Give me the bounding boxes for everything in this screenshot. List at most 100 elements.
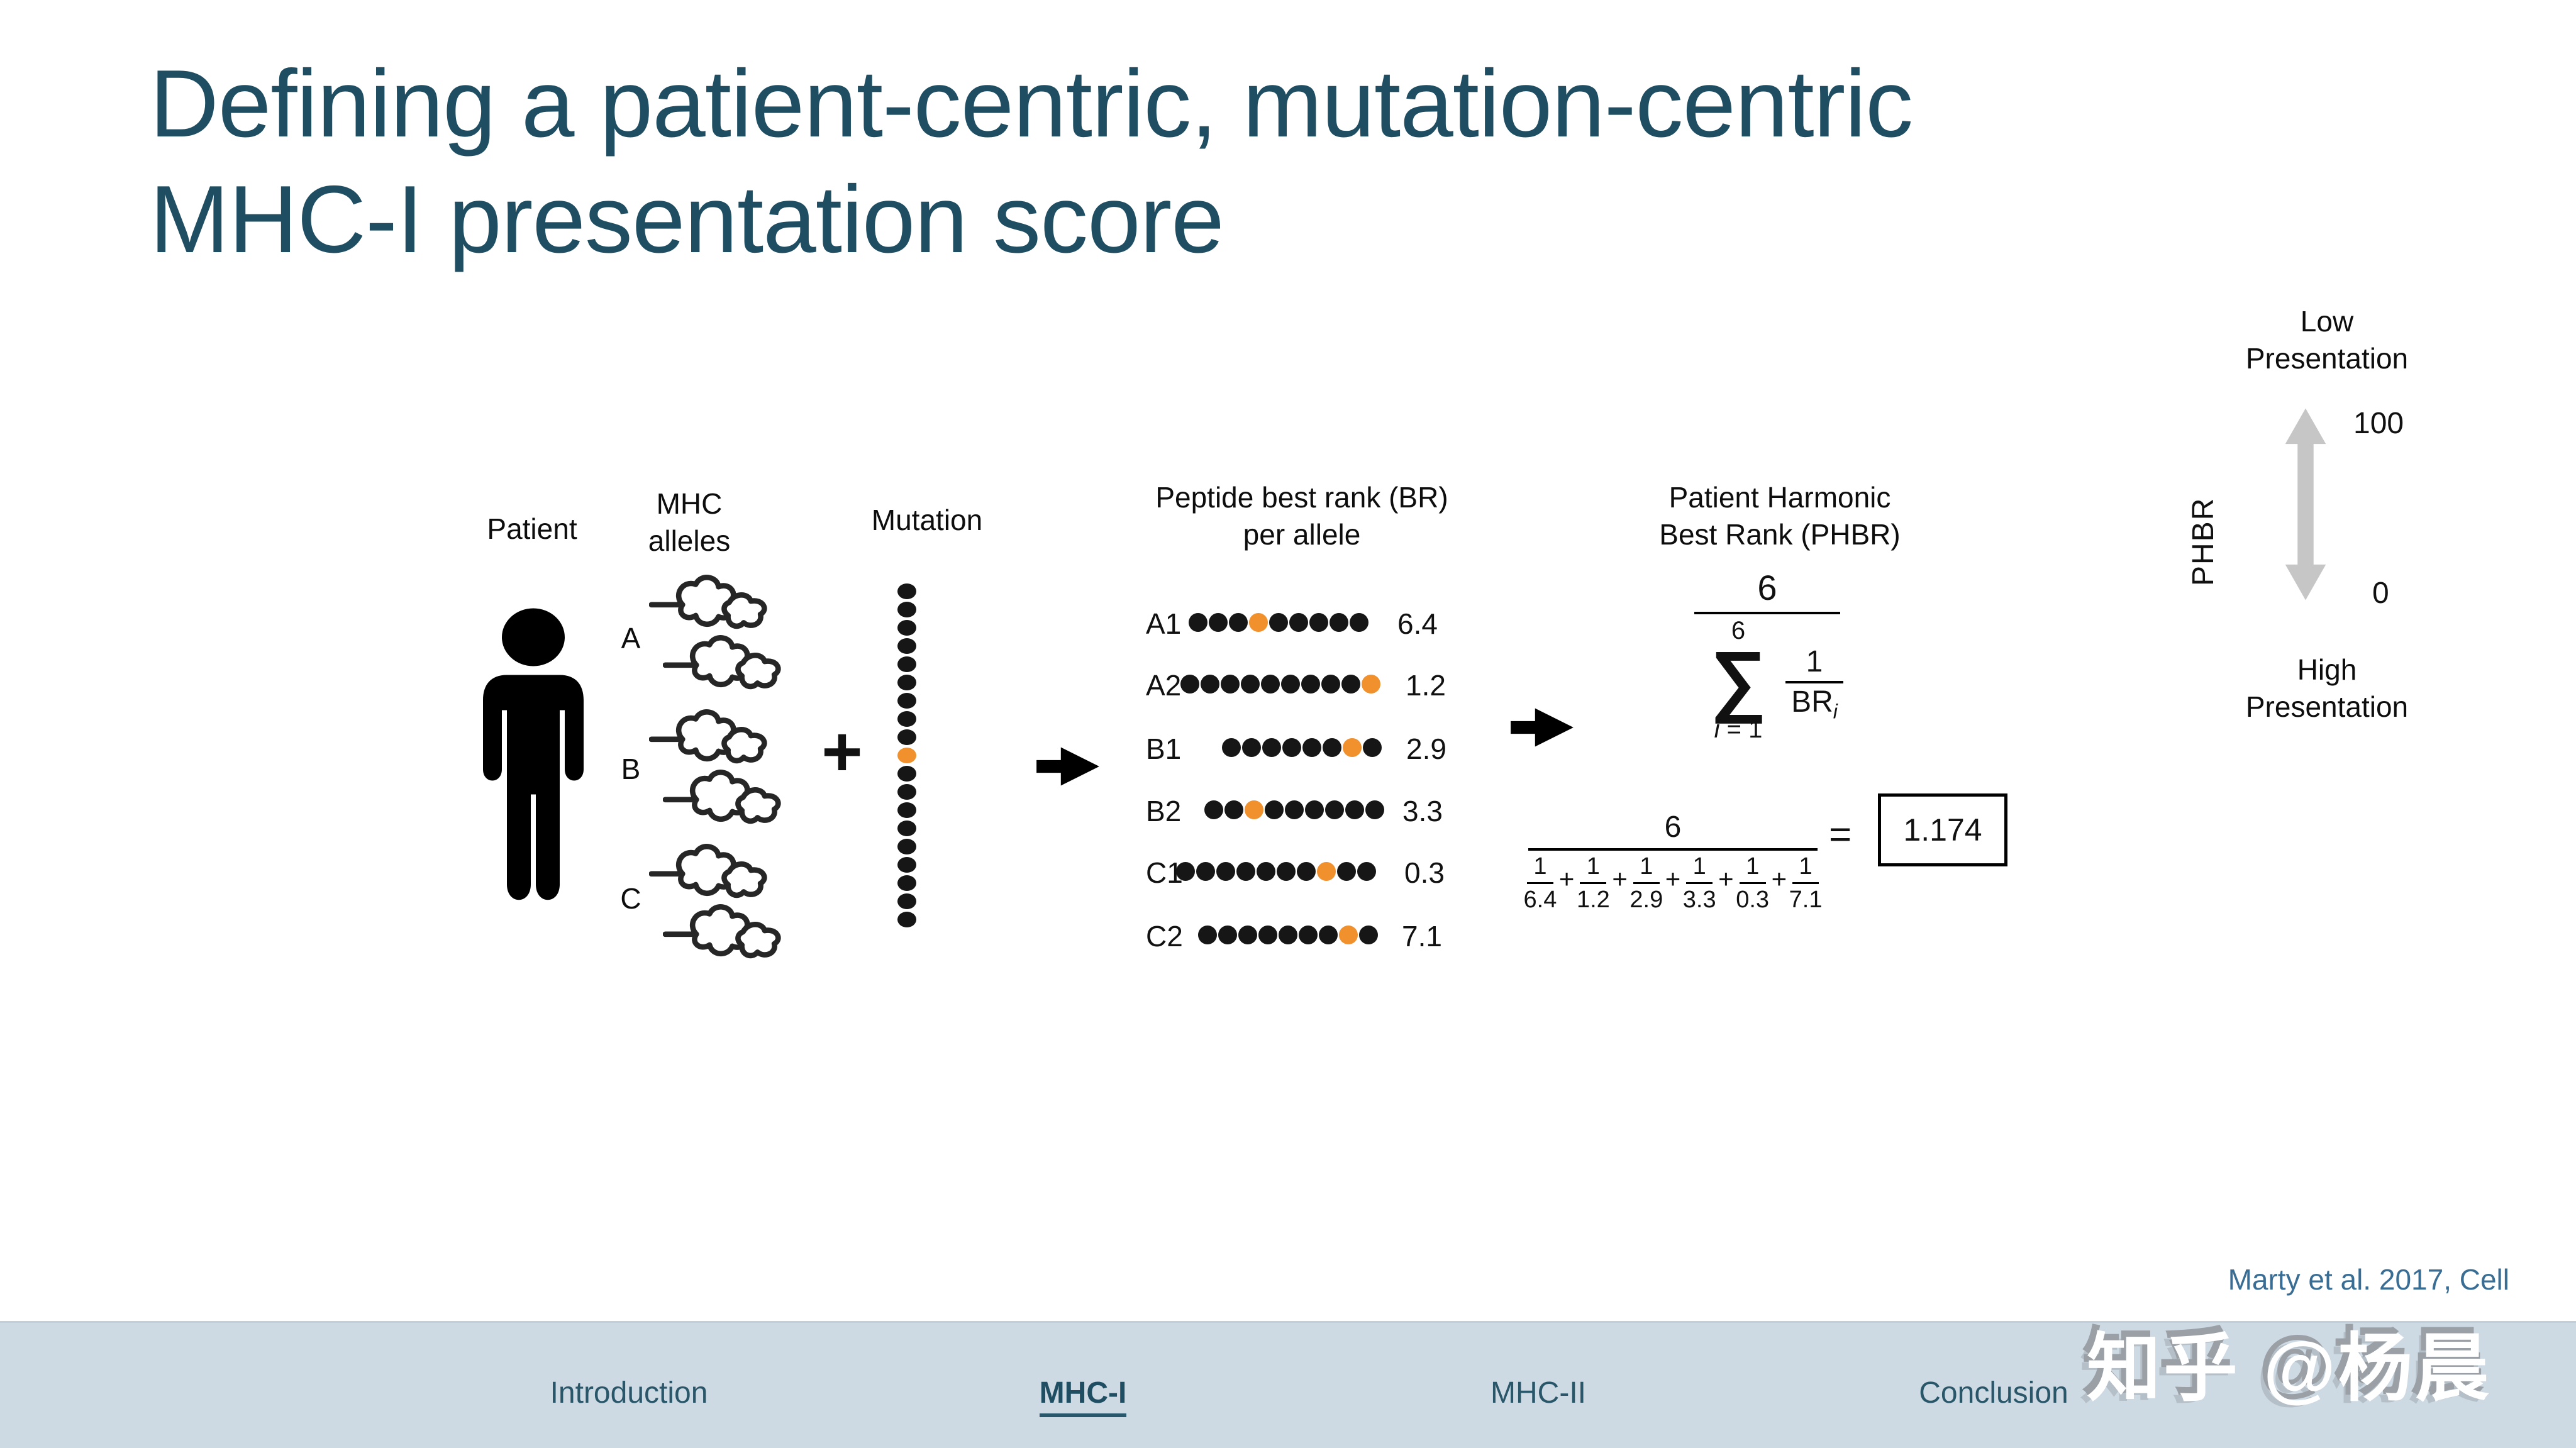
peptide-dot — [1301, 675, 1320, 694]
mutant-peptide-dot — [1317, 862, 1336, 881]
mutation-dot — [897, 839, 916, 854]
right-arrow-icon — [1033, 741, 1103, 795]
footer-nav-conclusion[interactable]: Conclusion — [1862, 1376, 2126, 1410]
peptide-dot — [1201, 675, 1219, 694]
phbr-header-line2: Best Rank (PHBR) — [1659, 517, 1901, 551]
peptide-dot — [1196, 862, 1215, 881]
peptide-dot — [1309, 613, 1328, 632]
best-rank-value: 3.3 — [1402, 795, 1443, 827]
peptide-dot — [1323, 738, 1341, 757]
mhc-molecule-icons-c — [649, 844, 789, 959]
footer-nav-mhc-i[interactable]: MHC-I — [951, 1376, 1215, 1417]
equals-sign: = — [1829, 813, 1852, 856]
peptide-dot — [1218, 926, 1237, 944]
mutation-dot — [897, 693, 916, 709]
peptide-best-rank-header: Peptide best rank (BR) per allele — [1132, 479, 1472, 553]
patient-label: Patient — [487, 512, 577, 545]
plus-operator: + — [1665, 864, 1681, 894]
peptide-dot — [1319, 926, 1338, 944]
mutation-dot — [897, 821, 916, 836]
peptide-dot — [1302, 738, 1321, 757]
best-rank-value: 2.9 — [1406, 732, 1446, 765]
high-presentation-label: High Presentation — [2245, 653, 2409, 723]
mutant-peptide-dot — [1343, 738, 1362, 757]
mutation-dot — [897, 893, 916, 909]
peptide-dots — [1176, 862, 1377, 881]
page-number: 16 — [2338, 1356, 2372, 1390]
phbr-header: Patient Harmonic Best Rank (PHBR) — [1591, 479, 1968, 553]
plus-operator: + — [1558, 864, 1575, 894]
mhc-alleles-label-line2: alleles — [648, 524, 731, 557]
calc-numerator: 6 — [1664, 810, 1682, 844]
formula-numerator: 6 — [1757, 568, 1777, 607]
footer-nav-label: MHC-I — [1039, 1376, 1127, 1417]
mutation-dot — [897, 729, 916, 745]
peptide-dot — [1216, 862, 1235, 881]
peptide-dot — [1285, 800, 1304, 819]
allele-label-a: A — [621, 622, 641, 655]
peptide-dot — [1365, 800, 1384, 819]
phbr-header-line1: Patient Harmonic — [1668, 481, 1891, 514]
right-arrow-icon — [1507, 702, 1577, 756]
peptide-dot — [1198, 926, 1217, 944]
peptide-dot — [1281, 675, 1300, 694]
footer-nav-label: Conclusion — [1919, 1376, 2068, 1410]
best-rank-value: 6.4 — [1397, 607, 1438, 640]
peptide-dot — [1189, 613, 1208, 632]
peptide-dot — [1258, 926, 1277, 944]
title-line-1: Defining a patient-centric, mutation-cen… — [150, 50, 1913, 157]
phbr-axis-label: PHBR — [2187, 497, 2220, 586]
mutation-dot — [897, 912, 916, 927]
one-over-br-term: 1 BRi — [1785, 647, 1843, 722]
peptide-dot — [1345, 800, 1364, 819]
peptide-dot — [1359, 926, 1378, 944]
mutation-dot — [897, 802, 916, 818]
peptide-dot — [1299, 926, 1318, 944]
peptide-dot — [1265, 800, 1284, 819]
peptide-dots — [1180, 675, 1382, 694]
peptide-dot — [1238, 926, 1257, 944]
scale-top-value: 100 — [2353, 407, 2404, 440]
phbr-formula: 6 6 ∑ i = 1 1 BRi — [1648, 567, 1887, 743]
footer-nav-mhc-ii[interactable]: MHC-II — [1406, 1376, 1670, 1410]
citation: Marty et al. 2017, Cell — [2228, 1263, 2509, 1296]
best-rank-value: 0.3 — [1404, 856, 1445, 889]
plus-operator: + — [821, 712, 863, 791]
double-arrow-icon — [2278, 405, 2333, 607]
peptide-dot — [1297, 862, 1316, 881]
mutation-dot — [897, 620, 916, 636]
mutation-dot — [897, 766, 916, 782]
peptide-dots — [1198, 926, 1379, 944]
mutation-label: Mutation — [871, 504, 983, 536]
mutation-dot — [897, 638, 916, 654]
fraction-bar — [1694, 612, 1840, 614]
mutant-peptide-dot — [1362, 675, 1380, 694]
footer-nav-label: MHC-II — [1491, 1376, 1586, 1410]
plus-operator: + — [1771, 864, 1787, 894]
watermark: 知乎 @杨晨 — [2087, 1327, 2492, 1410]
footer-nav-introduction[interactable]: Introduction — [497, 1376, 761, 1410]
mutation-dot — [897, 675, 916, 690]
peptide-dot — [1305, 800, 1324, 819]
mutant-peptide-dot — [1249, 613, 1268, 632]
mutant-peptide-dot — [1339, 926, 1358, 944]
peptide-dot — [1176, 862, 1195, 881]
mhc-molecule-icons-b — [649, 709, 789, 825]
fraction-bar — [1785, 681, 1843, 683]
peptide-dot — [1209, 613, 1228, 632]
mutation-dot — [897, 711, 916, 727]
page-title: Defining a patient-centric, mutation-cen… — [150, 47, 2426, 278]
peptide-dot — [1269, 613, 1288, 632]
peptide-dot — [1241, 675, 1260, 694]
peptide-dots — [1189, 613, 1370, 632]
mutation-dot — [897, 857, 916, 873]
peptide-dot — [1222, 738, 1241, 757]
peptide-header-line1: Peptide best rank (BR) — [1155, 481, 1448, 514]
